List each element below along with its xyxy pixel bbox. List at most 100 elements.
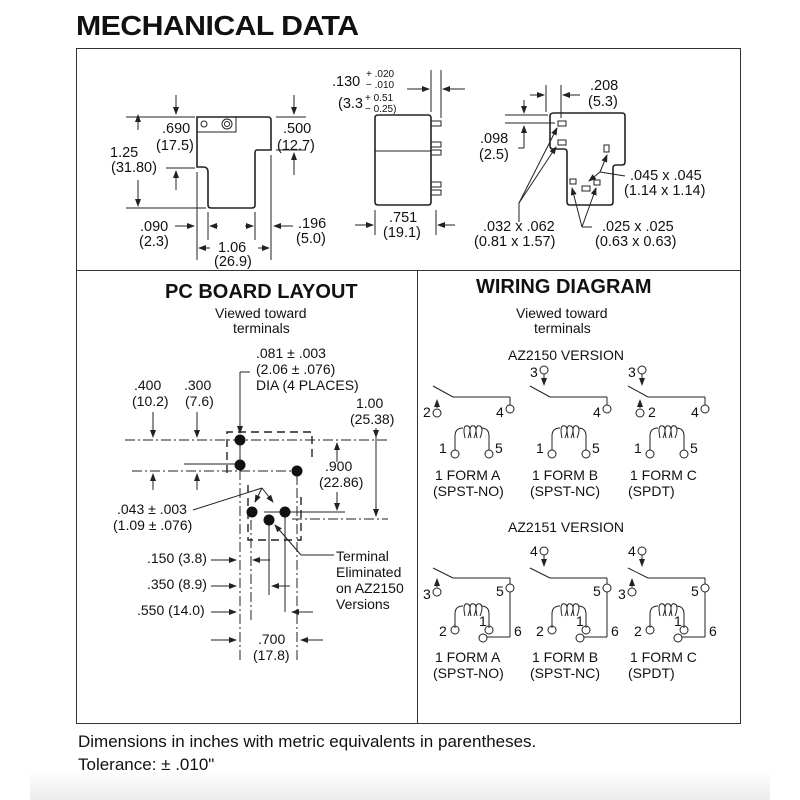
footer-note-tolerance: Tolerance: ± .010" [78, 755, 215, 774]
pcb-subtitle-2: terminals [233, 320, 290, 336]
mount-hole-icon [200, 120, 208, 128]
page-title: MECHANICAL DATA [76, 10, 359, 41]
pcb-layout-section: PC BOARD LAYOUT Viewed toward terminals … [113, 281, 404, 663]
dim-130: .130 [332, 74, 360, 90]
dim-500: .500 [283, 121, 311, 137]
version-az2151: AZ2151 VERSION [508, 519, 624, 535]
pin-label: 3 [530, 364, 538, 380]
pin-label: 5 [691, 583, 699, 599]
dim-130-tol-plus: + .020 [366, 69, 395, 80]
dim-196-mm: (5.0) [296, 231, 326, 247]
note-terminal-4: Versions [336, 596, 390, 612]
dim-090: .090 [140, 219, 168, 235]
dim-300: .300 [184, 377, 211, 393]
form-type: (SPST-NC) [530, 665, 600, 681]
pcb-hole [279, 506, 291, 518]
coil-icon [454, 603, 490, 628]
dim-196: .196 [298, 216, 326, 232]
wiring-subtitle-2: terminals [534, 320, 591, 336]
hole-dia-3: DIA (4 PLACES) [256, 377, 359, 393]
pin-label: 6 [709, 623, 717, 639]
hole-dia-1: .081 ± .003 [256, 345, 326, 361]
dim-751: .751 [389, 210, 417, 226]
pin-label: 5 [593, 583, 601, 599]
pin-label: 5 [592, 440, 600, 456]
dim-125-mm: (31.80) [111, 160, 157, 176]
pad-045: .045 x .045 [630, 168, 702, 184]
pcb-hole [291, 465, 303, 477]
pad-045-mm: (1.14 x 1.14) [624, 183, 705, 199]
relay-top-outline [196, 116, 272, 209]
pin-label: 4 [530, 543, 538, 559]
dim-208-mm: (5.3) [588, 94, 618, 110]
relay-side-outline [374, 114, 432, 206]
note-terminal-1: Terminal [336, 548, 389, 564]
form-label: 1 FORM A [435, 467, 501, 483]
version-az2150: AZ2150 VERSION [508, 347, 624, 363]
dim-700-mm: (17.8) [253, 647, 290, 663]
pin-label: 1 [634, 440, 642, 456]
form-type: (SPST-NO) [433, 665, 504, 681]
dim-400: .400 [134, 377, 161, 393]
mount-hole-icon [221, 118, 233, 130]
coil-icon [551, 425, 587, 450]
form-type: (SPDT) [628, 483, 675, 499]
pcb-title: PC BOARD LAYOUT [165, 281, 358, 303]
dim-043-mm: (1.09 ± .076) [113, 517, 192, 533]
dim-043: .043 ± .003 [117, 501, 187, 517]
dim-130-mm: (3.3 [338, 96, 363, 112]
hole-dia-2: (2.06 ± .076) [256, 361, 335, 377]
pin-label: 5 [690, 440, 698, 456]
dim-100: 1.00 [356, 395, 383, 411]
dim-690-mm: (17.5) [156, 138, 194, 154]
footer-note-dimensions: Dimensions in inches with metric equival… [78, 732, 537, 751]
dim-130-mm-tol-minus: − 0.25) [365, 104, 396, 115]
coil-icon [454, 425, 490, 450]
dim-100-mm: (25.38) [350, 411, 394, 427]
pin-label: 2 [648, 404, 656, 420]
schematic-az2150-form-0: 4 2 1 5 1 FORM A(SPST-NO) [423, 385, 515, 499]
dim-106-mm: (26.9) [214, 254, 252, 270]
pin-label: 3 [628, 364, 636, 380]
dim-400-mm: (10.2) [132, 393, 169, 409]
pin-label: 2 [423, 404, 431, 420]
pin-label: 1 [439, 440, 447, 456]
pin-label: 6 [514, 623, 522, 639]
wiring-diagram-section: WIRING DIAGRAM Viewed toward terminals A… [423, 276, 717, 681]
dim-130-mm-tol-plus: + 0.51 [365, 93, 394, 104]
wiring-subtitle-1: Viewed toward [516, 305, 608, 321]
form-label: 1 FORM A [435, 649, 501, 665]
side-view-drawing: .130 + .020 − .010 (3.3 + 0.51 − 0.25) .… [332, 69, 465, 241]
pcb-subtitle-1: Viewed toward [215, 305, 307, 321]
coil-icon [649, 425, 685, 450]
pin-label: 5 [495, 440, 503, 456]
dim-300-mm: (7.6) [185, 393, 214, 409]
dim-098: .098 [480, 131, 508, 147]
form-type: (SPST-NC) [530, 483, 600, 499]
form-type: (SPST-NO) [433, 483, 504, 499]
pin-label: 6 [611, 623, 619, 639]
pcb-hole-eliminated [263, 514, 275, 526]
pin-label: 1 [536, 440, 544, 456]
dim-550: .550 (14.0) [137, 602, 205, 618]
form-label: 1 FORM C [630, 467, 697, 483]
pad-032-mm: (0.81 x 1.57) [474, 234, 555, 250]
pin-label: 4 [593, 404, 601, 420]
dim-098-mm: (2.5) [479, 147, 509, 163]
pin-label: 4 [496, 404, 504, 420]
dim-700: .700 [258, 631, 285, 647]
pin-label: 5 [496, 583, 504, 599]
terminal-pads [557, 120, 610, 192]
pin-label: 1 [479, 613, 487, 629]
dim-900: .900 [325, 458, 352, 474]
dim-350: .350 (8.9) [147, 576, 207, 592]
pcb-hole [234, 434, 246, 446]
pin-label: 2 [634, 623, 642, 639]
form-type: (SPDT) [628, 665, 675, 681]
dim-208: .208 [590, 78, 618, 94]
top-view-drawing: .690 (17.5) 1.25 (31.80) .500 (12.7) .09… [110, 95, 326, 270]
